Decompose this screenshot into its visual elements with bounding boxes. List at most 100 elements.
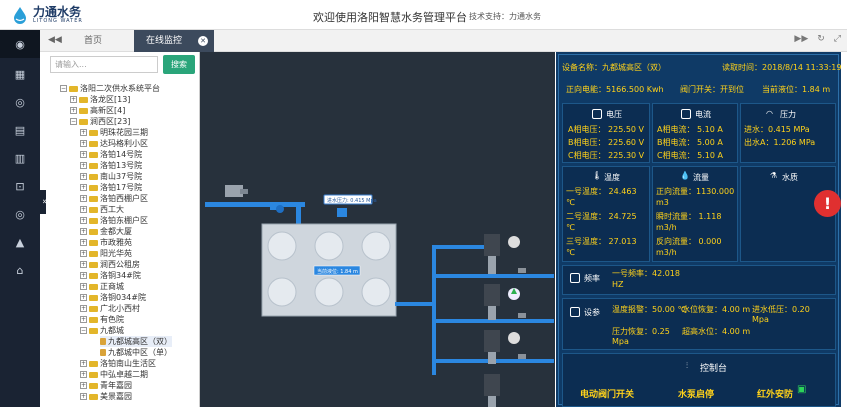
- inlet-pressure-tag: 进水压力: 0.415 Mpa: [327, 197, 377, 204]
- tree-node[interactable]: + 达玛格利小区: [80, 138, 148, 149]
- tree-node[interactable]: +中弘卓越二期: [80, 369, 148, 380]
- tree-node[interactable]: +洛铂13号院: [80, 160, 142, 171]
- tab-home[interactable]: 首页: [84, 36, 103, 46]
- expand-icon[interactable]: +: [80, 239, 87, 246]
- tree-node[interactable]: 九都城中区（单）: [100, 347, 172, 358]
- expand-icon[interactable]: +: [80, 393, 87, 400]
- tab-online-monitor[interactable]: 在线监控 ✕: [134, 30, 214, 52]
- pressure-in: 进水：0.415 MPa: [744, 125, 810, 134]
- folder-icon: [89, 382, 98, 389]
- tree-node[interactable]: +青年嘉园: [80, 380, 132, 391]
- collapse-icon[interactable]: −: [70, 118, 77, 125]
- tree-node-label: 九都城: [100, 326, 124, 335]
- pressure-card: [740, 103, 836, 163]
- overhigh-level: 超高水位：4.00 m: [682, 327, 751, 336]
- tree-node[interactable]: +南山37号院: [80, 171, 142, 182]
- home-icon[interactable]: ⌂: [16, 263, 24, 277]
- tree-node[interactable]: +明珠花园三期: [80, 127, 148, 138]
- tree-node[interactable]: + 洛铂东棚户区: [80, 215, 148, 226]
- tree-node[interactable]: + 市政雅苑: [80, 237, 132, 248]
- tree-node[interactable]: +洛铂南山生活区: [80, 358, 156, 369]
- expand-icon[interactable]: +: [70, 107, 77, 114]
- scada-diagram: 进水压力: 0.415 Mpa 当前液位: 1.84 m: [200, 52, 555, 407]
- flow-instant-unit: m3/h: [656, 223, 677, 232]
- expand-icon[interactable]: +: [80, 151, 87, 158]
- building-icon[interactable]: ▦: [14, 67, 26, 81]
- drop-icon: 💧: [680, 171, 690, 180]
- tree-node-label: 达玛格利小区: [100, 139, 148, 148]
- pump-icon[interactable]: ⊡: [15, 179, 25, 193]
- tree-node[interactable]: +涧西公租房: [80, 259, 140, 270]
- tree-node[interactable]: + 金都大厦: [80, 226, 132, 237]
- tree-node-label: 金都大厦: [100, 227, 132, 236]
- flow-title: 流量: [693, 173, 709, 182]
- collapse-icon[interactable]: −: [60, 85, 67, 92]
- alert-icon[interactable]: !: [814, 190, 841, 217]
- pump-2: [484, 284, 520, 320]
- tree-node[interactable]: − 九都城: [80, 325, 124, 336]
- expand-icon[interactable]: +: [80, 228, 87, 235]
- thumbsup-icon[interactable]: ▲: [15, 235, 25, 249]
- tree-node[interactable]: +广北小西村: [80, 303, 140, 314]
- search-input[interactable]: 请输入...: [50, 56, 158, 73]
- refresh-icon[interactable]: ↻: [817, 34, 825, 44]
- flow-reverse-unit: m3/h: [656, 248, 677, 257]
- tree-node-label: 洛铂东棚户区: [100, 216, 148, 225]
- expand-icon[interactable]: +: [70, 96, 77, 103]
- expand-icon[interactable]: +: [80, 206, 87, 213]
- tree-node[interactable]: −涧西区[23]: [70, 116, 130, 127]
- expand-icon[interactable]: +: [80, 305, 87, 312]
- tree-node[interactable]: +西工大: [80, 204, 124, 215]
- location-icon[interactable]: ◎: [15, 95, 25, 109]
- expand-icon[interactable]: +: [80, 250, 87, 257]
- tree-node[interactable]: +正商城: [80, 281, 124, 292]
- tree-node[interactable]: +洛龙区[13]: [70, 94, 130, 105]
- tree-node[interactable]: +洛铂14号院: [80, 149, 142, 160]
- expand-icon[interactable]: +: [80, 217, 87, 224]
- expand-icon[interactable]: +: [80, 162, 87, 169]
- book-icon[interactable]: ▥: [14, 151, 26, 165]
- expand-icon[interactable]: +: [80, 283, 87, 290]
- logo: 力通水务 LITONG WATER: [10, 6, 83, 24]
- expand-icon[interactable]: +: [80, 382, 87, 389]
- expand-icon[interactable]: +: [80, 184, 87, 191]
- search-button[interactable]: 搜索: [163, 55, 195, 74]
- tree-node[interactable]: −洛阳二次供水系统平台: [60, 83, 160, 94]
- tree-node[interactable]: +高新区[4]: [70, 105, 125, 116]
- folder-icon: [89, 162, 98, 169]
- expand-icon[interactable]: +: [80, 272, 87, 279]
- valve-switch-button[interactable]: 电动阀门开关: [580, 390, 635, 400]
- expand-icon[interactable]: +: [80, 261, 87, 268]
- tree-node[interactable]: +洛铂西棚户区: [80, 193, 148, 204]
- tree-node[interactable]: +阳光华苑: [80, 248, 132, 259]
- expand-icon[interactable]: +: [80, 140, 87, 147]
- expand-icon[interactable]: +: [80, 360, 87, 367]
- pump-start-button[interactable]: 水泵启停: [678, 390, 715, 400]
- tab-prev-icon[interactable]: ◀◀: [48, 35, 62, 45]
- folder-icon: [89, 250, 98, 257]
- tree-node[interactable]: +洛铜34#院: [80, 270, 141, 281]
- tree-node[interactable]: +洛铂17号院: [80, 182, 142, 193]
- expand-icon[interactable]: +: [80, 316, 87, 323]
- tree-node-label: 市政雅苑: [100, 238, 132, 247]
- target-icon[interactable]: ◉: [0, 30, 40, 58]
- collapse-toggle[interactable]: »: [40, 190, 50, 214]
- site-tree-panel: 请输入... 搜索 −洛阳二次供水系统平台+洛龙区[13]+高新区[4]−涧西区…: [46, 52, 244, 407]
- tab-next-icon[interactable]: ▶▶: [794, 34, 809, 44]
- collapse-icon[interactable]: −: [80, 327, 87, 334]
- tree-node[interactable]: +有色院: [80, 314, 124, 325]
- ir-guard-button[interactable]: 红外安防: [757, 390, 794, 400]
- expand-icon[interactable]: +: [80, 294, 87, 301]
- fullscreen-icon[interactable]: ⤢: [833, 34, 841, 44]
- expand-icon[interactable]: +: [80, 371, 87, 378]
- tree-node[interactable]: +洛铜034#院: [80, 292, 146, 303]
- expand-icon[interactable]: +: [80, 195, 87, 202]
- settings-icon[interactable]: ◎: [15, 207, 25, 221]
- tree-node[interactable]: 九都城高区（双）: [100, 336, 172, 347]
- tree-node[interactable]: +美景嘉园: [80, 391, 132, 402]
- expand-icon[interactable]: +: [80, 173, 87, 180]
- close-icon[interactable]: ✕: [198, 36, 208, 46]
- expand-icon[interactable]: +: [80, 129, 87, 136]
- report-icon[interactable]: ▤: [14, 123, 26, 137]
- frequency-unit: HZ: [612, 280, 624, 289]
